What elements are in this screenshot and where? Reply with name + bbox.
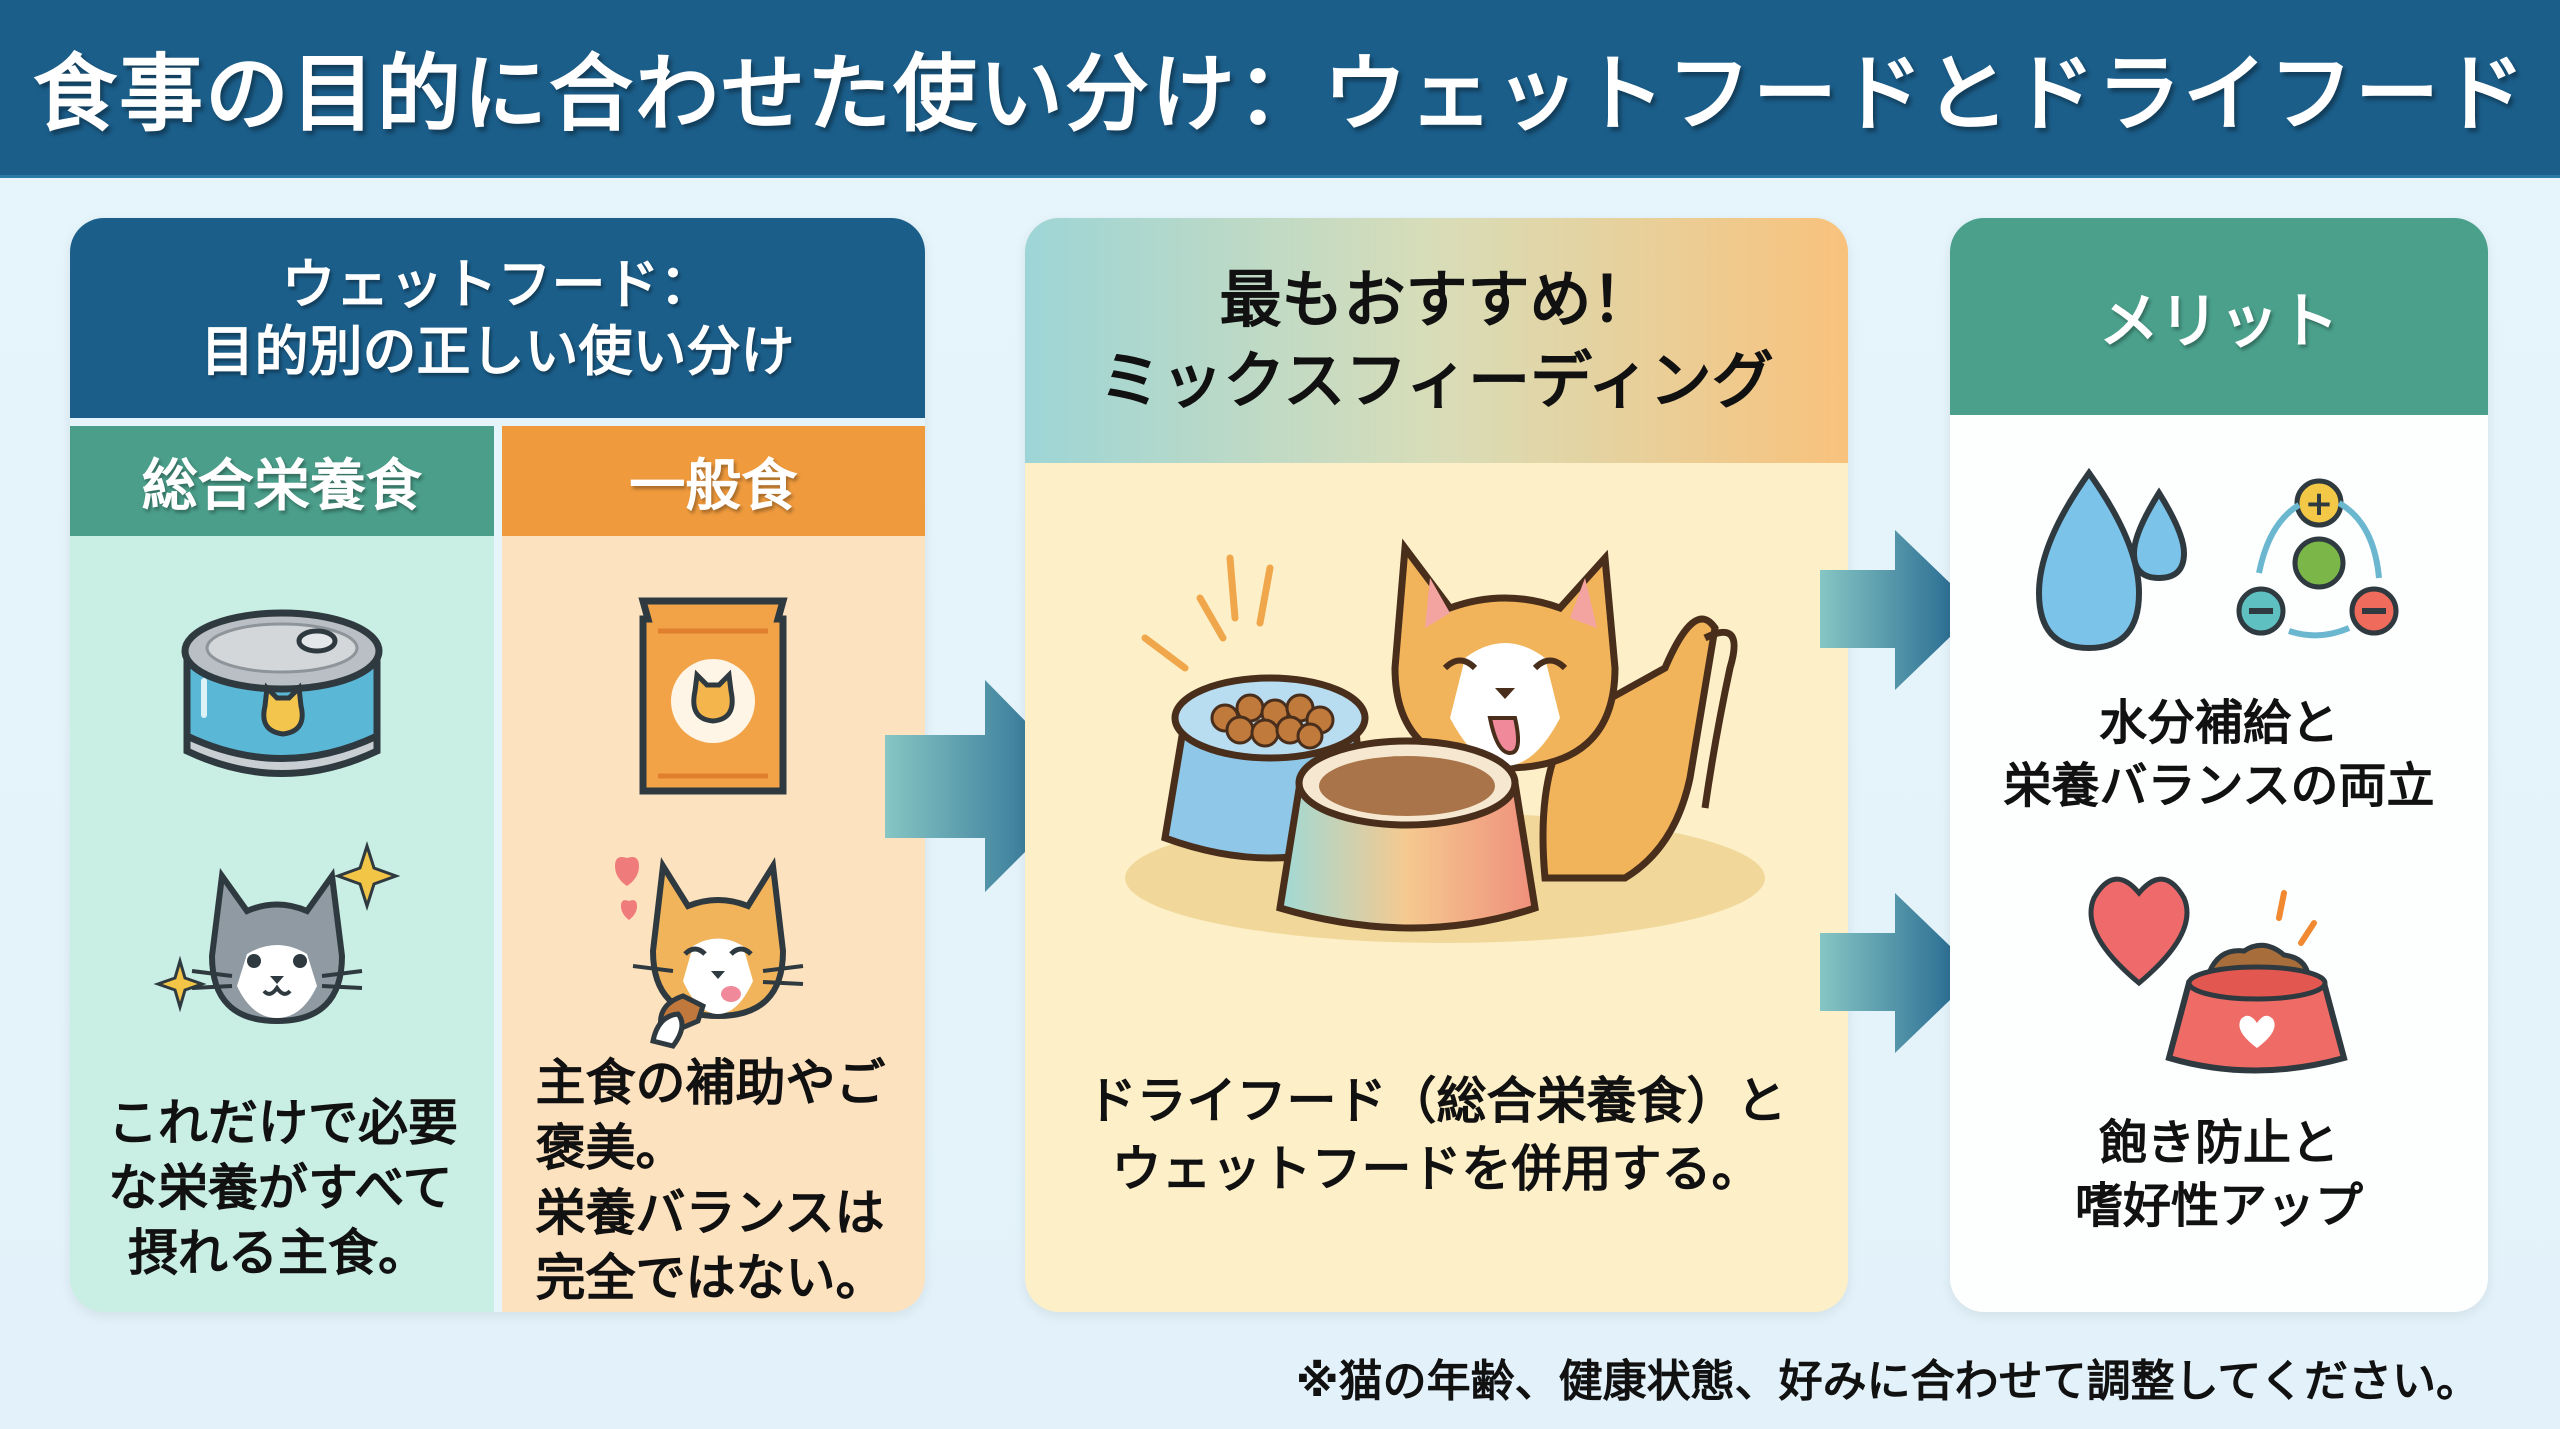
mix-feeding-title: 最もおすすめ！ ミックスフィーディング (1025, 218, 1848, 463)
merit-hydration-text: 水分補給と 栄養バランスの両立 (2003, 695, 2435, 815)
food-pouch-icon (638, 597, 788, 795)
wet-food-title-line1: ウェットフード： (281, 252, 714, 316)
arrow-right-icon (885, 680, 1090, 892)
general-food-description: 主食の補助やご 褒美。 栄養バランスは 完全ではない。 (535, 1054, 886, 1307)
general-food-label: 一般食 (501, 426, 925, 536)
merit-hydration: + 水分補給と 栄養バランスの両立 (1950, 463, 2488, 819)
arrow-right-icon (1820, 530, 1978, 690)
cat-eating-treat-icon (615, 857, 804, 1049)
complete-nutrition-description: これだけで必要 な栄養がすべて 摂れる主食。 (108, 1094, 458, 1282)
complete-nutrition-label: 総合栄養食 (70, 426, 494, 536)
happy-gray-cat-icon (153, 841, 401, 1025)
arrow-right-icon (1820, 893, 1978, 1053)
cat-eating-two-bowls-illustration (1125, 538, 1765, 943)
merit-palatability: 飽き防止と 嗜好性アップ (1950, 863, 2488, 1239)
mix-feeding-title-line2: ミックスフィーディング (1099, 343, 1774, 417)
complete-nutrition-column: 総合栄養食 (70, 426, 494, 1312)
wet-food-panel-title: ウェットフード： 目的別の正しい使い分け (70, 218, 925, 418)
merits-title: メリット (1950, 218, 2488, 415)
water-drops-and-nutrient-cycle-icon: + (2035, 467, 2399, 652)
merit-palatability-text: 飽き防止と 嗜好性アップ (2074, 1115, 2363, 1235)
svg-text:+: + (2305, 484, 2334, 524)
mix-feeding-panel: 最もおすすめ！ ミックスフィーディング (1025, 218, 1848, 1312)
page-title: 食事の目的に合わせた使い分け：ウェットフードとドライフード (32, 45, 2527, 143)
mix-feeding-description: ドライフード（総合栄養食）と ウェットフードを併用する。 (1086, 1072, 1787, 1198)
footnote: ※猫の年齢、健康状態、好みに合わせて調整してください。 (1295, 1356, 2480, 1407)
general-food-column: 一般食 (501, 426, 925, 1312)
cat-food-can-icon (181, 609, 383, 777)
wet-food-panel: ウェットフード： 目的別の正しい使い分け 総合栄養食 (70, 218, 925, 1312)
merits-panel: メリット + 水分補給と 栄養バランスの両立 (1950, 218, 2488, 1312)
wet-food-title-line2: 目的別の正しい使い分け (200, 320, 795, 383)
mix-feeding-title-line1: 最もおすすめ！ (1219, 262, 1654, 336)
heart-and-food-bowl-icon (2088, 876, 2348, 1074)
page-header: 食事の目的に合わせた使い分け：ウェットフードとドライフード (0, 0, 2560, 178)
